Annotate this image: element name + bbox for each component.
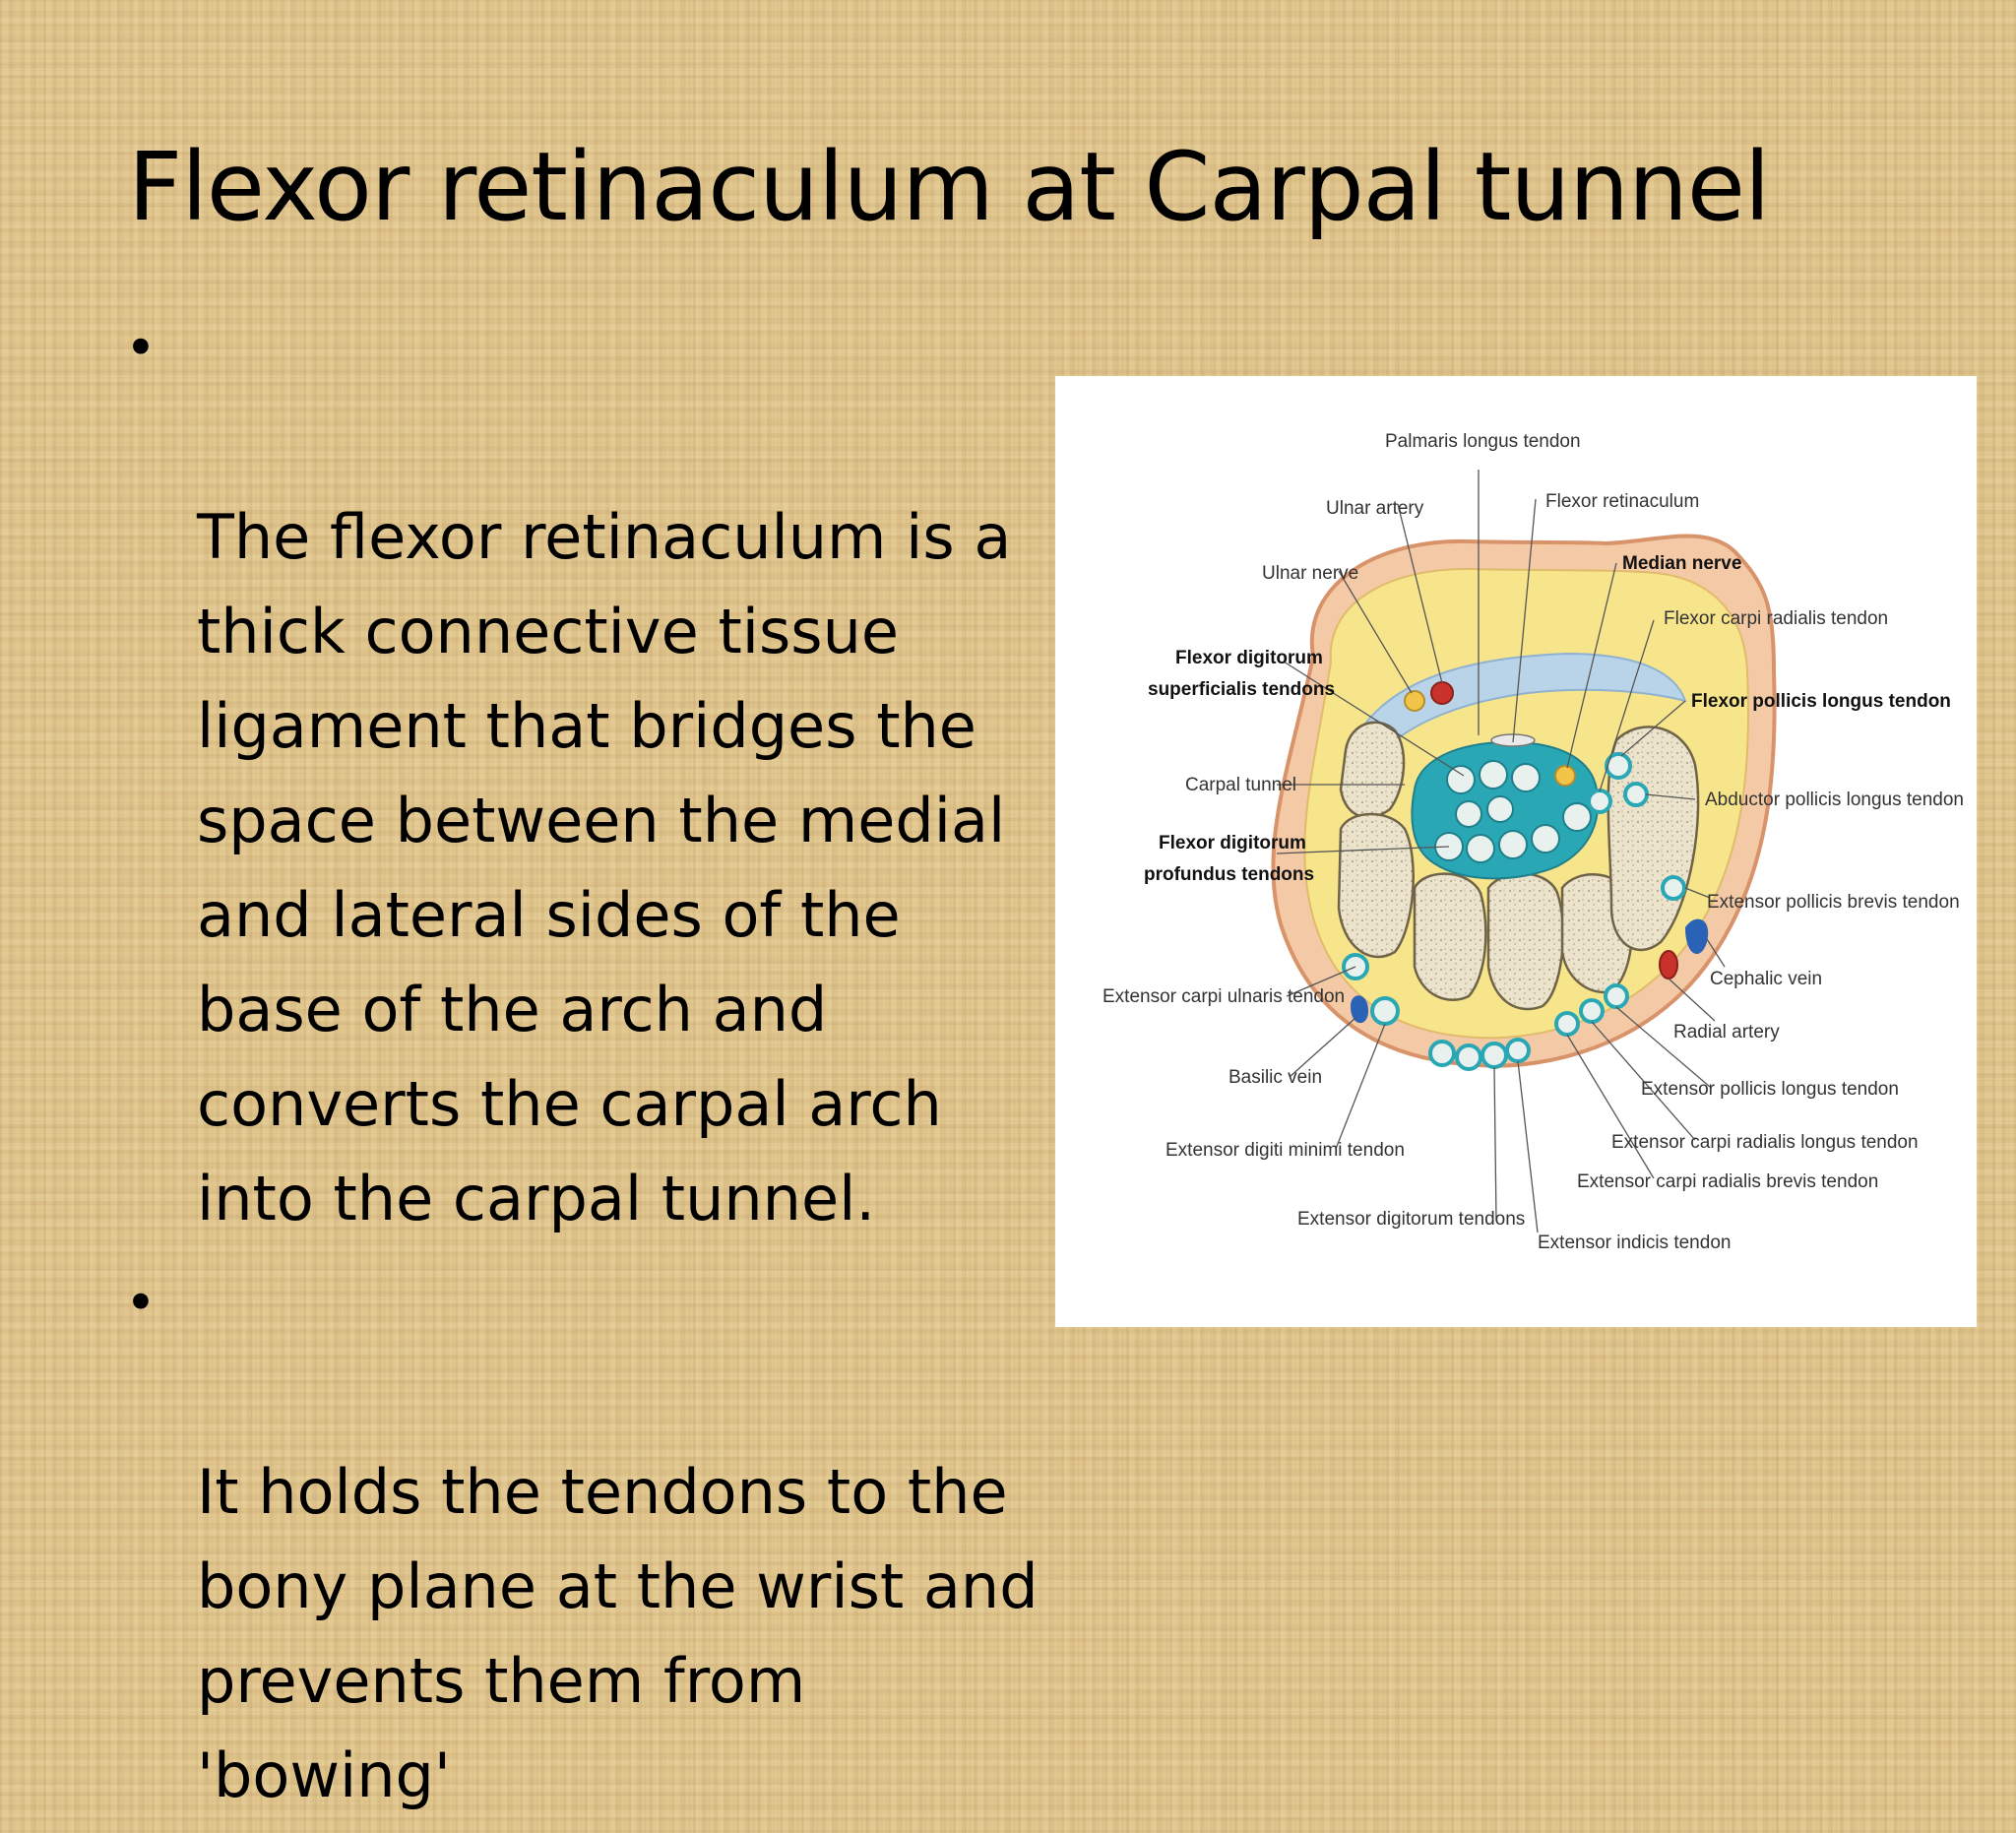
label-fdp-line1: Flexor digitorum	[1159, 833, 1306, 853]
label-extensor-carpi-radialis-brevis-tendon: Extensor carpi radialis brevis tendon	[1577, 1171, 1878, 1192]
bullet-dot-icon: •	[125, 317, 157, 379]
label-median-nerve: Median nerve	[1622, 553, 1741, 574]
label-flexor-pollicis-longus-tendon: Flexor pollicis longus tendon	[1691, 691, 1951, 712]
flexor-tendon-group	[1404, 681, 1632, 880]
carpal-tunnel-diagram: Palmaris longus tendon Ulnar artery Flex…	[1102, 431, 1964, 1253]
fcr-tendon-marker	[1587, 789, 1612, 814]
bullet-item: • The flexor retinaculum is a thick conn…	[120, 301, 1065, 1246]
ulnar-nerve-marker	[1404, 690, 1425, 712]
label-extensor-pollicis-longus-tendon: Extensor pollicis longus tendon	[1641, 1079, 1899, 1100]
bullet-list: • The flexor retinaculum is a thick conn…	[120, 301, 1065, 1833]
bullet-text: The flexor retinaculum is a thick connec…	[197, 501, 1012, 1234]
ulnar-artery-marker	[1430, 681, 1454, 705]
median-nerve-dot	[1554, 765, 1576, 787]
label-carpal-tunnel: Carpal tunnel	[1185, 775, 1296, 795]
slide-title: Flexor retinaculum at Carpal tunnel	[128, 132, 1771, 242]
label-palmaris-longus-tendon: Palmaris longus tendon	[1385, 431, 1581, 452]
basilic-vein-marker	[1351, 995, 1368, 1024]
label-extensor-indicis-tendon: Extensor indicis tendon	[1538, 1233, 1731, 1253]
diagram-labels: Palmaris longus tendon Ulnar artery Flex…	[1102, 431, 1964, 1253]
label-flexor-carpi-radialis-tendon: Flexor carpi radialis tendon	[1664, 608, 1888, 629]
label-fds-line2: superficialis tendons	[1148, 679, 1335, 700]
label-fdp-line2: profundus tendons	[1144, 864, 1314, 885]
label-abductor-pollicis-longus-tendon: Abductor pollicis longus tendon	[1705, 790, 1964, 810]
carpal-tunnel-cross-section-figure: Palmaris longus tendon Ulnar artery Flex…	[1055, 376, 1977, 1327]
label-extensor-carpi-radialis-longus-tendon: Extensor carpi radialis longus tendon	[1611, 1132, 1919, 1153]
label-flexor-retinaculum: Flexor retinaculum	[1545, 491, 1699, 512]
radial-artery-marker	[1659, 950, 1678, 980]
label-extensor-digiti-minimi-tendon: Extensor digiti minimi tendon	[1166, 1140, 1405, 1161]
extensor-tendons	[1342, 782, 1686, 1071]
label-ulnar-artery: Ulnar artery	[1326, 498, 1424, 519]
label-radial-artery: Radial artery	[1673, 1022, 1780, 1043]
cephalic-vein-marker	[1685, 918, 1709, 954]
bullet-dot-icon: •	[125, 1272, 157, 1334]
fpl-tendon-marker	[1605, 752, 1632, 780]
label-extensor-pollicis-brevis-tendon: Extensor pollicis brevis tendon	[1707, 892, 1960, 913]
bullet-item: • It holds the tendons to the bony plane…	[120, 1256, 1065, 1823]
label-ulnar-nerve: Ulnar nerve	[1262, 563, 1358, 584]
label-fds-line1: Flexor digitorum	[1175, 648, 1323, 668]
label-extensor-digitorum-tendons: Extensor digitorum tendons	[1297, 1209, 1525, 1230]
bullet-text: It holds the tendons to the bony plane a…	[197, 1456, 1039, 1811]
leader-lines	[1276, 470, 1726, 1233]
label-basilic-vein: Basilic vein	[1228, 1067, 1322, 1088]
label-extensor-carpi-ulnaris-tendon: Extensor carpi ulnaris tendon	[1102, 986, 1345, 1007]
label-cephalic-vein: Cephalic vein	[1710, 969, 1822, 989]
